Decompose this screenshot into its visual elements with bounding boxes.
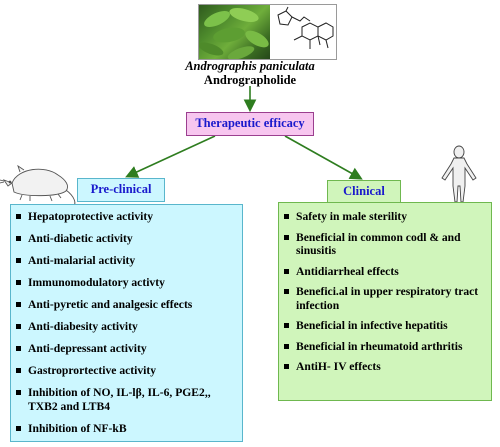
clinical-item: AntiH- IV effects — [282, 360, 487, 374]
human-figure-icon — [441, 145, 477, 203]
preclinical-item: Gastroprortective activity — [14, 364, 238, 378]
preclinical-item: Immunomodulatory activty — [14, 276, 238, 290]
preclinical-item: Inhibition of NF-kB — [14, 422, 238, 436]
species-name: Andrographis paniculata — [185, 59, 315, 73]
andrographolide-structure-image — [270, 4, 337, 60]
clinical-item: Antidiarrheal effects — [282, 265, 487, 279]
clinical-item: Beneficial in common codl & and sinusiti… — [282, 231, 487, 258]
preclinical-item: Anti-malarial activity — [14, 254, 238, 268]
preclinical-title: Pre-clinical — [77, 178, 165, 202]
preclinical-item: Anti-pyretic and analgesic effects — [14, 298, 238, 312]
clinical-item: Beneficial in rheumatoid arthritis — [282, 340, 487, 354]
clinical-item: Beneficial in infective hepatitis — [282, 319, 487, 333]
arrow-to-preclinical — [125, 135, 216, 178]
preclinical-item: Anti-diabesity activity — [14, 320, 238, 334]
compound-name: Andrographolide — [203, 73, 297, 87]
plant-photo — [198, 4, 272, 60]
preclinical-list: Hepatoprotective activity Anti-diabetic … — [11, 205, 242, 435]
therapeutic-efficacy-box: Therapeutic efficacy — [186, 112, 314, 136]
arrow-to-clinical — [284, 135, 363, 180]
clinical-list: Safety in male sterility Beneficial in c… — [279, 203, 491, 374]
clinical-title: Clinical — [327, 180, 401, 204]
preclinical-item: Anti-diabetic activity — [14, 232, 238, 246]
clinical-item: Safety in male sterility — [282, 210, 487, 224]
rat-icon — [0, 164, 76, 209]
preclinical-item: Hepatoprotective activity — [14, 210, 238, 224]
clinical-list-box: Safety in male sterility Beneficial in c… — [278, 202, 492, 401]
clinical-item: Benefici.al in upper respiratory tract i… — [282, 285, 487, 312]
preclinical-list-box: Hepatoprotective activity Anti-diabetic … — [10, 204, 243, 442]
preclinical-item: Anti-depressant activity — [14, 342, 238, 356]
preclinical-item: Inhibition of NO, IL-lβ, IL-6, PGE2,, TX… — [14, 386, 238, 413]
